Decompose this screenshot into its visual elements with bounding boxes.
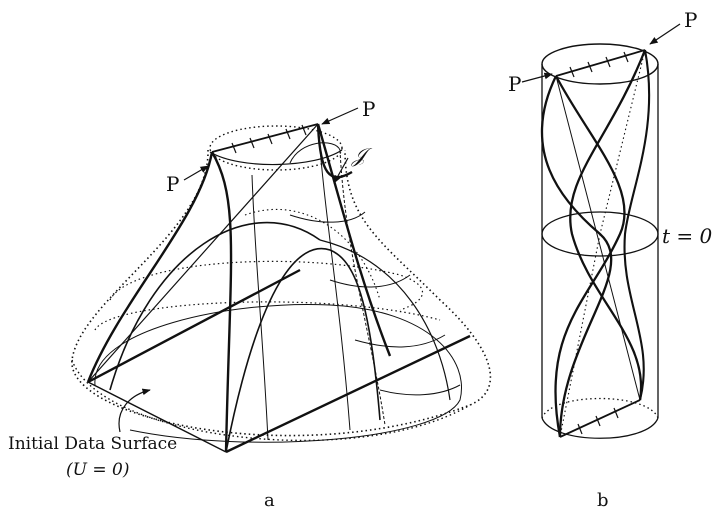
label-p-left-b: P [508,72,522,96]
tick-marks-b-bottom [577,407,619,435]
dome-inner-dotted [244,208,381,301]
dotted-diagonal-top [599,49,646,235]
dome-arc-middle [225,247,381,453]
arrow-initial-surface [118,388,151,433]
cone-dotted-ring-1 [109,260,423,311]
cone-inner-base-ellipse [94,303,462,443]
cone-outer-dotted-outline [71,149,492,437]
panel-label-b: b [597,490,609,511]
arrow-scri [333,157,349,184]
contour-1 [289,211,366,223]
thin-diagonal-top [555,75,641,401]
arrow-p-top-b [649,23,681,45]
label-t-zero: t = 0 [662,224,713,248]
figure-b-cylinder [521,23,681,439]
panel-label-a: a [264,490,275,511]
tick-marks-b-top [569,51,629,78]
label-p-left-a: P [166,172,180,196]
generator-right-thick [316,123,392,357]
base-line-thick-right [225,334,471,454]
cone-top-rim [209,125,343,171]
contour-4 [379,384,461,396]
label-p-top-a: P [362,97,376,121]
vertical-thin-1 [317,123,351,431]
top-tick-line-b [555,49,646,77]
cylinder-bottom-front [541,417,659,439]
base-line-thick-left [87,268,301,384]
wave-3 [569,49,647,401]
label-p-top-b: P [684,8,698,32]
tick-marks-a [231,124,307,154]
dome-arc-left [109,221,321,391]
base-line-front [87,381,227,453]
dotted-diagonal-bottom [559,233,601,438]
bottom-tick-line-b [559,399,641,438]
cone-base-dotted-front [71,359,471,442]
vertical-thin-2 [339,149,386,426]
generator-left-thick [86,151,214,383]
label-scri: 𝒥 [352,143,366,167]
label-initial-surface-equation: (U = 0) [66,460,130,480]
arrow-p-top-a [321,107,359,125]
cone-inner-top-arc [289,142,341,164]
arrow-p-left-b [521,72,553,83]
contour-3 [354,334,446,348]
top-tick-line [211,123,319,153]
vertical-thin-3 [251,174,269,441]
dome-arc-right [319,239,451,401]
wave-4 [623,49,651,401]
generator-right-cone-thick [316,123,353,179]
cylinder-bottom-back-dotted [541,397,659,419]
label-initial-data-surface: Initial Data Surface [8,434,178,454]
generator-left-inner-thick [210,151,233,453]
base-line-diagonal [87,123,319,383]
cone-top-rim-front [209,149,343,166]
arrow-p-left-a [183,165,209,181]
figure-a-cone [71,107,492,454]
contour-2 [329,274,411,288]
wave-2 [554,75,626,438]
